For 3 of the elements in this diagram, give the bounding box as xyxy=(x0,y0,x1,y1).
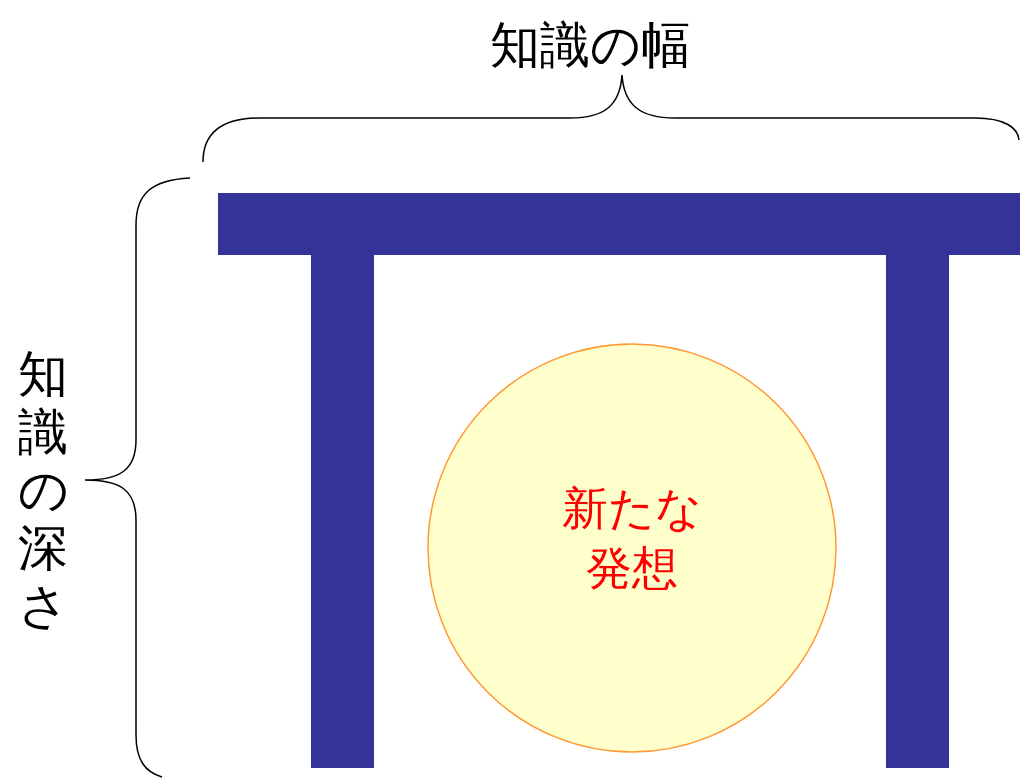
circle-label: 新たな発想 xyxy=(561,480,703,597)
dimension-label: 知識の幅 xyxy=(490,20,691,70)
dimension-label: 知識の深さ xyxy=(16,345,70,635)
